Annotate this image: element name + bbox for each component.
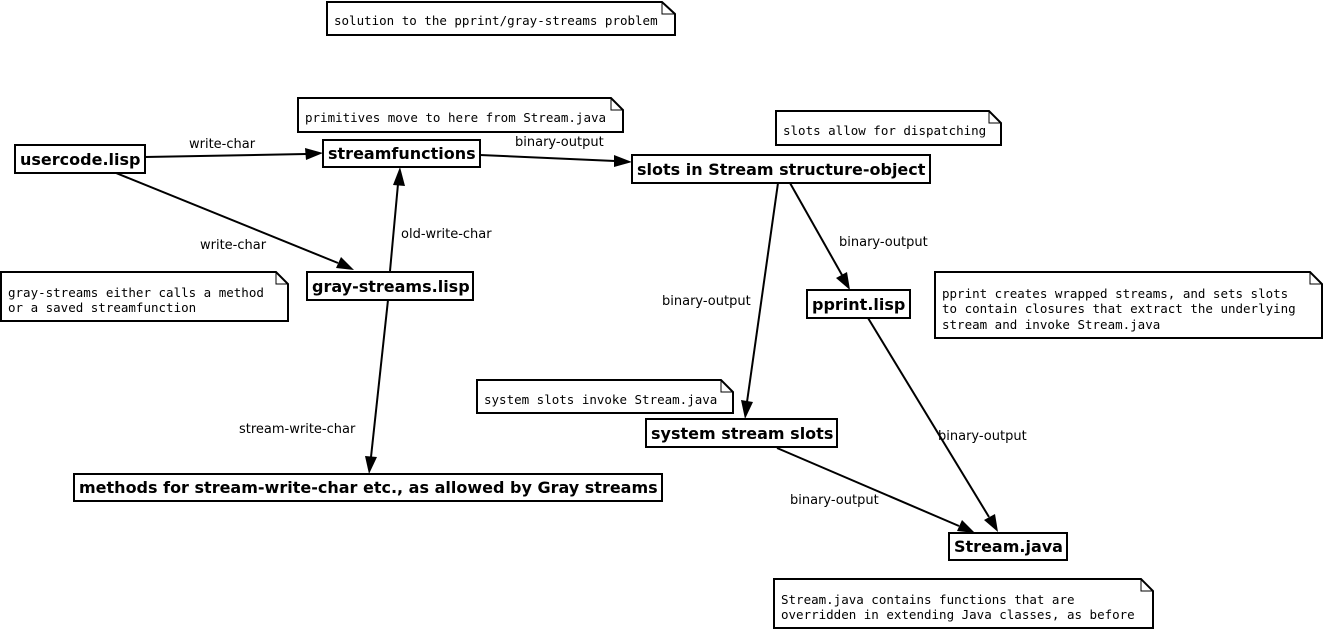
edge-label: binary-output xyxy=(839,235,928,250)
node-pprint-lisp[interactable]: pprint.lisp xyxy=(806,289,911,319)
note-line: primitives move to here from Stream.java xyxy=(305,110,606,125)
note-primitives: primitives move to here from Stream.java xyxy=(297,97,624,133)
edge-label: binary-output xyxy=(790,493,879,508)
edge-label: stream-write-char xyxy=(239,422,356,437)
node-stream-java[interactable]: Stream.java xyxy=(948,532,1068,561)
edge-system-slots-to-stream-java: binary-output xyxy=(776,447,975,533)
note-system-slots-invoke: system slots invoke Stream.java xyxy=(476,379,734,414)
note-line: gray-streams either calls a method xyxy=(8,285,264,300)
node-streamfunctions[interactable]: streamfunctions xyxy=(322,139,481,168)
edge-usercode-to-gray-streams: write-char xyxy=(115,172,354,270)
edge-label: binary-output xyxy=(662,294,751,309)
edge-label: write-char xyxy=(200,238,267,253)
note-solution: solution to the pprint/gray-streams prob… xyxy=(326,1,676,36)
edge-label: old-write-char xyxy=(401,227,492,242)
node-label: usercode.lisp xyxy=(20,150,140,169)
note-line: pprint creates wrapped streams, and sets… xyxy=(942,286,1288,301)
note-pprint-wrapped-streams: pprint creates wrapped streams, and sets… xyxy=(934,271,1323,339)
note-line: to contain closures that extract the und… xyxy=(942,301,1296,316)
note-stream-java-overridden: Stream.java contains functions that are … xyxy=(773,578,1154,629)
node-label: streamfunctions xyxy=(328,144,476,163)
note-line: overridden in extending Java classes, as… xyxy=(781,607,1135,622)
node-label: system stream slots xyxy=(651,424,833,443)
node-label: pprint.lisp xyxy=(812,295,905,314)
edge-gray-to-methods: stream-write-char xyxy=(239,299,389,474)
node-label: slots in Stream structure-object xyxy=(637,160,926,179)
edge-label: binary-output xyxy=(515,135,604,150)
node-label: gray-streams.lisp xyxy=(312,277,470,296)
node-usercode-lisp[interactable]: usercode.lisp xyxy=(14,144,146,174)
edge-slots-to-pprint: binary-output xyxy=(789,182,928,290)
edge-slots-to-system-slots: binary-output xyxy=(662,182,779,419)
edge-label: binary-output xyxy=(938,429,1027,444)
edge-usercode-to-streamfunctions: write-char xyxy=(144,137,323,160)
node-gray-streams-lisp[interactable]: gray-streams.lisp xyxy=(306,271,474,301)
node-methods-stream-write-char[interactable]: methods for stream-write-char etc., as a… xyxy=(73,473,663,502)
edge-streamfunctions-to-slots: binary-output xyxy=(479,135,632,167)
node-label: Stream.java xyxy=(954,537,1063,556)
edge-label: write-char xyxy=(189,137,256,152)
note-line: or a saved streamfunction xyxy=(8,300,196,315)
note-dispatching: slots allow for dispatching xyxy=(775,110,1002,146)
note-line: stream and invoke Stream.java xyxy=(942,317,1160,332)
note-line: system slots invoke Stream.java xyxy=(484,392,717,407)
note-line: slots allow for dispatching xyxy=(783,123,986,138)
node-slots-in-stream-structure-object[interactable]: slots in Stream structure-object xyxy=(631,154,931,184)
node-label: methods for stream-write-char etc., as a… xyxy=(79,478,658,497)
note-gray-streams-calls: gray-streams either calls a method or a … xyxy=(0,271,289,322)
note-line: solution to the pprint/gray-streams prob… xyxy=(334,13,658,28)
edge-gray-to-streamfunctions: old-write-char xyxy=(389,167,492,272)
note-line: Stream.java contains functions that are xyxy=(781,592,1075,607)
edge-pprint-to-stream-java: binary-output xyxy=(867,317,1027,532)
node-system-stream-slots[interactable]: system stream slots xyxy=(645,418,838,448)
